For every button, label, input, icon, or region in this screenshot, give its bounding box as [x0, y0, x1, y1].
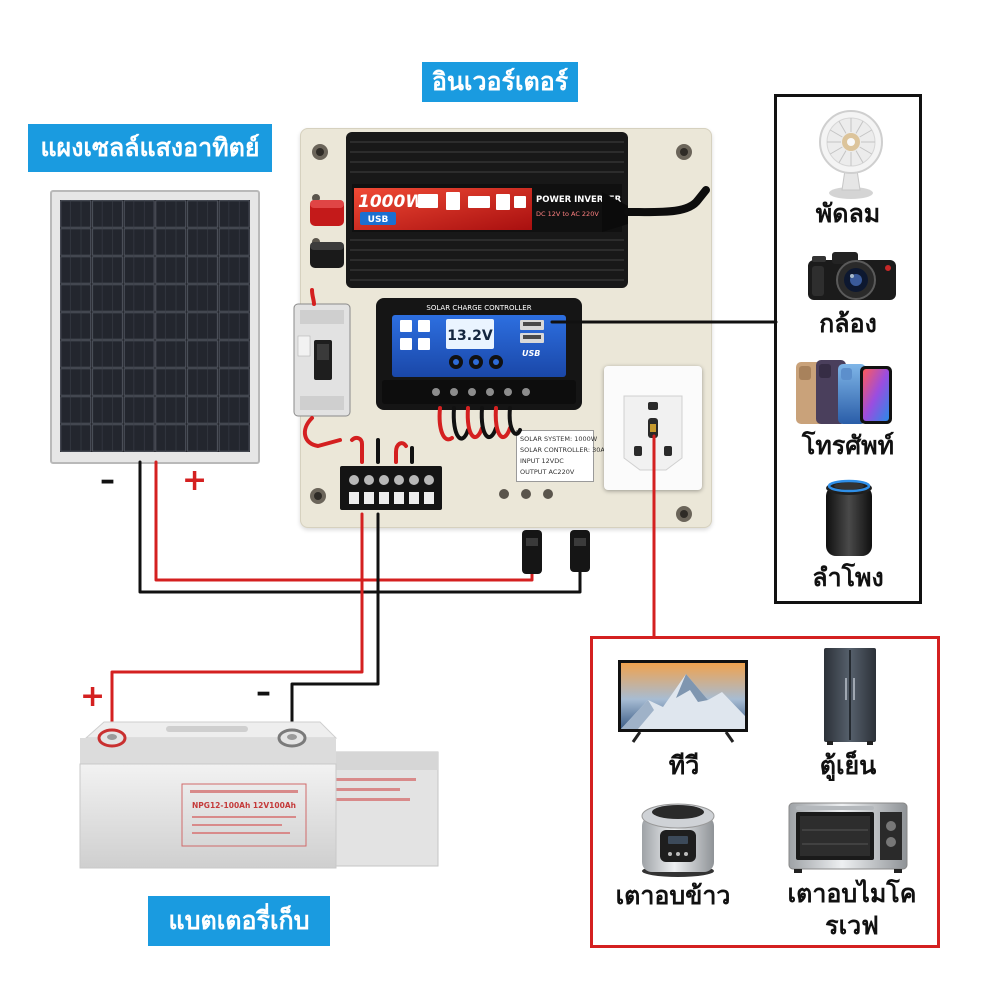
smart-speaker-icon	[826, 479, 872, 556]
inverter-title-text: POWER INVERTER	[536, 195, 622, 205]
camera-icon	[808, 252, 896, 300]
ac-appliance-label-line: เตาอบไมโค	[787, 879, 917, 908]
usb-device-label: โทรศัพท์	[801, 431, 895, 460]
usb-devices-box	[774, 94, 922, 604]
battery-title-label: แบตเตอรี่เก็บ	[148, 896, 330, 946]
refrigerator-icon	[824, 648, 876, 745]
solar-panel-title-label: แผงเซลล์แสงอาทิตย์	[28, 124, 272, 172]
battery-negative-wire	[290, 512, 380, 740]
circuit-breaker	[293, 303, 351, 417]
usb-device-label: ลำโพง	[812, 563, 884, 592]
panel-positive-wire	[154, 460, 534, 582]
ac-appliance-label: ตู้เย็น	[819, 751, 877, 780]
fan-icon	[819, 110, 883, 199]
controller-mode-icons	[400, 320, 430, 350]
inverter-appliance-icons	[418, 192, 526, 210]
usb-device-label: พัดลม	[815, 199, 881, 228]
ac-appliance-label: เตาอบข้าว	[615, 881, 731, 910]
panel-negative-wire	[138, 460, 582, 594]
socket-face	[623, 395, 683, 471]
inverter-cable	[624, 186, 710, 217]
spec-line: SOLAR CONTROLLER: 30A	[520, 446, 605, 454]
ac-appliance-label: ทีวี	[668, 751, 700, 780]
controller-buttons	[449, 355, 503, 369]
panel-positive-sign: +	[182, 463, 208, 498]
inverter-title-label: อินเวอร์เตอร์	[422, 62, 578, 102]
inverter-terminals	[310, 200, 344, 268]
inverter-usb-text: USB	[368, 215, 389, 225]
storage-batteries: NPG12-100Ah 12V100Ah	[79, 721, 439, 869]
ac-appliance-label: เตาอบไมโค รเวฟ	[770, 878, 934, 942]
board-holes	[310, 144, 692, 522]
controller-usb-text: USB	[522, 349, 540, 358]
battery-positive-wire	[110, 512, 364, 740]
solar-panel	[50, 190, 260, 464]
usb-device-label: กล้อง	[819, 309, 877, 338]
controller-display	[446, 319, 494, 349]
battery-negative-terminal	[277, 728, 307, 748]
power-inverter: 1000W USB POWER INVERTER DC 12V to AC 22…	[346, 132, 628, 288]
battery-positive-terminal	[97, 728, 127, 748]
mc4-connectors	[522, 530, 590, 574]
tv-icon	[618, 660, 748, 743]
battery-model-text: NPG12-100Ah 12V100Ah	[192, 801, 296, 810]
ac-appliances-box	[590, 636, 940, 948]
rice-cooker-icon	[641, 803, 715, 877]
terminal-block	[340, 466, 442, 510]
controller-title-text: SOLAR CHARGE CONTROLLER	[426, 304, 531, 312]
inverter-power-text: 1000W	[358, 192, 425, 212]
controller-usb-ports	[520, 320, 544, 343]
controller-voltage-readout: 13.2V	[447, 328, 493, 344]
ac-appliance-label-line: รเวฟ	[825, 911, 879, 940]
solar-charge-controller: SOLAR CHARGE CONTROLLER 13.2V USB	[376, 298, 582, 410]
battery-positive-sign: +	[80, 679, 106, 714]
inverter-cable-plug	[602, 192, 628, 232]
inverter-subtitle-text: DC 12V to AC 220V	[536, 210, 599, 218]
battery-negative-sign: –	[256, 675, 271, 710]
microwave-oven-icon	[788, 802, 908, 873]
spec-line: SOLAR SYSTEM: 1000W	[520, 435, 598, 443]
controller-terminal-screws	[432, 388, 530, 396]
system-spec-label: SOLAR SYSTEM: 1000W SOLAR CONTROLLER: 30…	[516, 430, 605, 482]
smartphones-icon	[796, 360, 892, 424]
spec-line: INPUT 12VDC	[520, 457, 564, 465]
spec-line: OUTPUT AC220V	[520, 468, 575, 476]
panel-negative-sign: –	[100, 463, 115, 498]
